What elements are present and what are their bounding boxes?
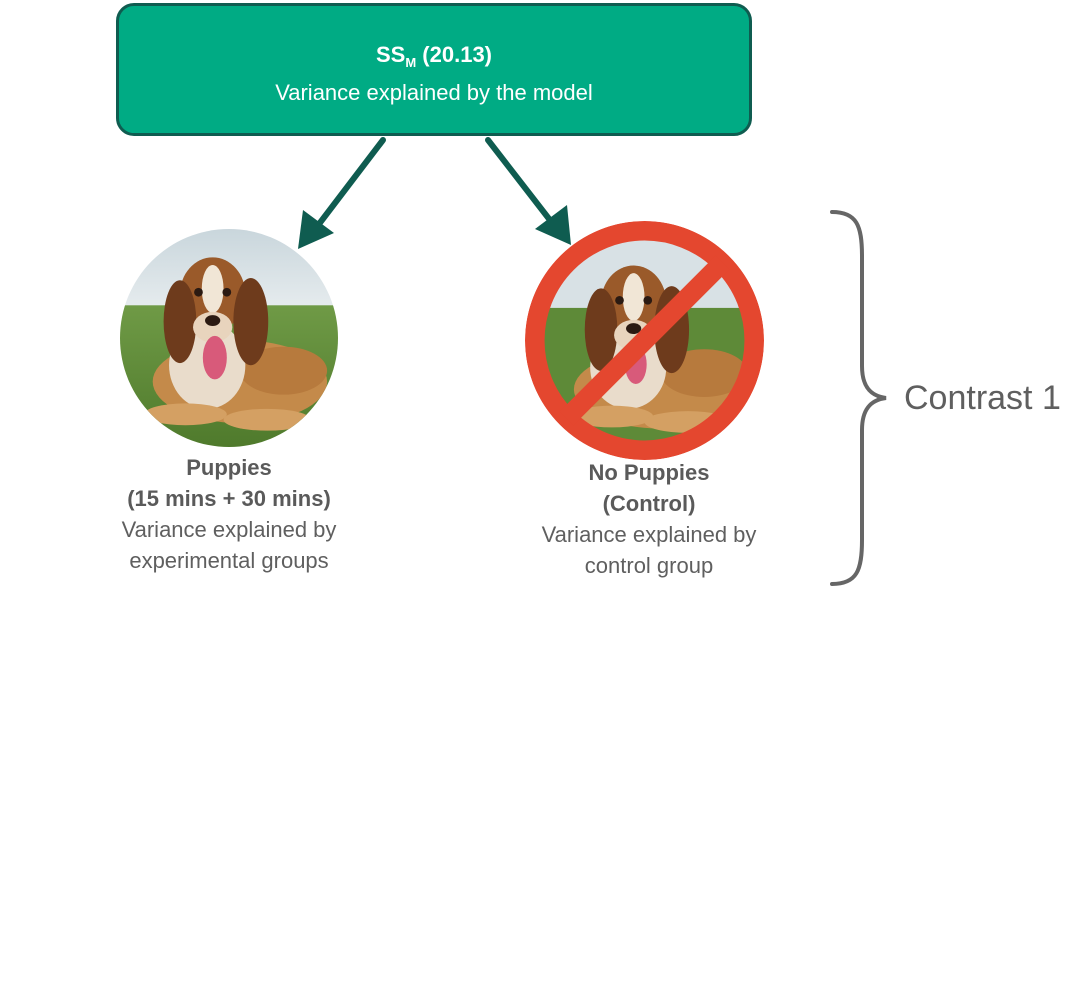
group-subtitle: (Control) (602, 491, 696, 516)
group-description-line1: Variance explained by (541, 522, 757, 547)
group-description-line1: Variance explained by (121, 517, 337, 542)
group-subtitle: (15 mins + 30 mins) (127, 486, 331, 511)
curly-brace-icon (830, 210, 887, 586)
dog-photo-icon (120, 229, 338, 447)
dog-photo-prohibited-icon (525, 221, 764, 460)
caption-control: No Puppies (Control) Variance explained … (489, 457, 809, 581)
group-title: Puppies (186, 455, 272, 480)
group-description-line2: experimental groups (129, 548, 329, 573)
prohibition-icon (525, 221, 764, 460)
group-description-line2: control group (584, 553, 714, 578)
caption-experimental: Puppies (15 mins + 30 mins) Variance exp… (69, 452, 389, 576)
arrow-right (485, 137, 571, 245)
model-box: SSM (20.13) Variance explained by the mo… (116, 3, 752, 136)
model-description: Variance explained by the model (275, 80, 593, 105)
model-title-value: (20.13) (416, 42, 493, 67)
contrast-label: Contrast 1 (904, 379, 1061, 417)
arrow-left (298, 137, 386, 249)
group-title: No Puppies (588, 460, 710, 485)
model-title-main: SS (375, 42, 406, 67)
model-title: SSM (20.13) (119, 42, 749, 76)
model-title-subscript: M (405, 55, 417, 70)
